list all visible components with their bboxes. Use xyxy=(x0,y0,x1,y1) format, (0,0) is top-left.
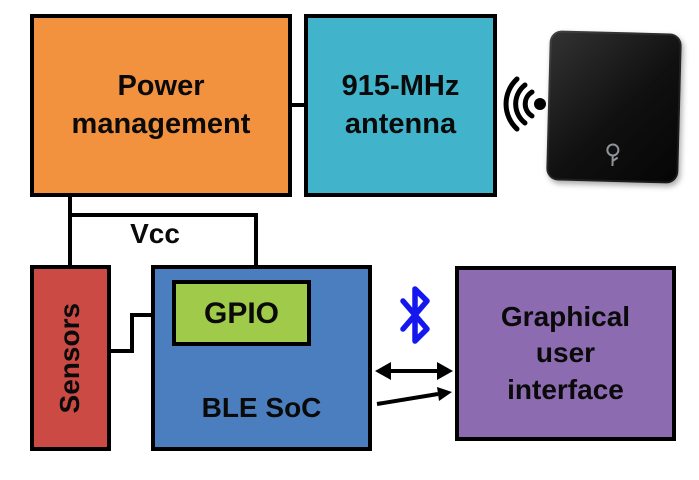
gui-label: Graphical user interface xyxy=(500,300,631,405)
wireless-device xyxy=(546,30,682,184)
bluetooth-icon xyxy=(400,286,430,344)
sensors-block: Sensors xyxy=(30,265,111,451)
power-management-label: Power management xyxy=(71,69,251,140)
device-logo-icon xyxy=(606,143,620,167)
vcc-label: Vcc xyxy=(130,218,180,249)
sensors-gpio-connector xyxy=(111,313,153,353)
gui-block: Graphical user interface xyxy=(455,266,676,441)
sensors-label: Sensors xyxy=(54,302,86,414)
gpio-label: GPIO xyxy=(203,296,279,330)
antenna-label: 915-MHz antenna xyxy=(341,69,460,140)
power-management-block: Power management xyxy=(30,14,292,197)
rf-signal-icon xyxy=(503,76,546,132)
ble-soc-label: BLE SoC xyxy=(201,392,322,423)
ble-gui-arrows xyxy=(375,362,453,406)
antenna-block: 915-MHz antenna xyxy=(304,14,497,197)
gpio-block: GPIO xyxy=(172,280,311,346)
